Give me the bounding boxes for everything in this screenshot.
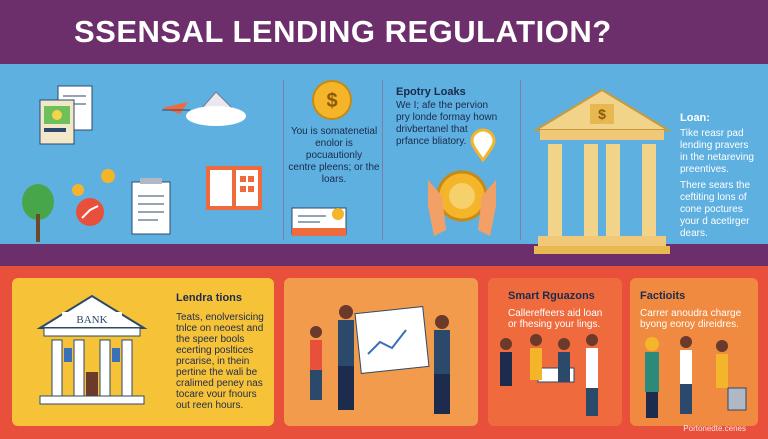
footer-credit: Portonedte.cenes <box>683 424 746 433</box>
divider-1 <box>283 80 284 240</box>
card-factioits: Factioits Carrer anoudra charge byong eo… <box>630 278 758 426</box>
card-presentation <box>284 278 478 426</box>
page-title: SSENSAL LENDING REGULATION? <box>74 14 612 49</box>
card-smart-rguazons: Smart Rguazons Callereffeers aid loan or… <box>488 278 622 426</box>
money-documents-icon <box>39 85 93 145</box>
bank-building-icon: $ <box>532 88 672 254</box>
card3-title: Smart Rguazons <box>508 290 595 302</box>
col3-title: Epotry Loaks <box>396 86 466 98</box>
shoppers-illustration <box>645 336 747 418</box>
col2-text: You is somatenetial enolor is pocuaution… <box>288 126 380 185</box>
coin-icon <box>72 169 115 226</box>
cheque-icon <box>291 207 347 236</box>
calendar-book-icon <box>206 166 262 210</box>
col4-text-b: There sears the ceftiting lons of cone p… <box>680 180 751 239</box>
card1-text: Teats, enolversicing tnlce on neoest and… <box>176 312 264 411</box>
svg-text:$: $ <box>326 90 337 112</box>
bank-sign-text: BANK <box>76 314 107 326</box>
location-pin-icon <box>470 128 496 163</box>
divider-3 <box>520 80 521 240</box>
hands-coin-icon <box>428 170 496 236</box>
report-document-icon <box>131 178 171 235</box>
card1-title: Lendra tions <box>176 292 243 304</box>
team-meeting-illustration <box>500 334 598 416</box>
people-presenting-illustration <box>310 305 450 414</box>
bank-icon: BANK <box>36 294 148 405</box>
top-panel <box>0 64 768 244</box>
col4-title: Loan: <box>680 112 710 124</box>
card4-text: Carrer anoudra charge byong eoroy direid… <box>640 308 742 330</box>
dollar-coin-icon: $ <box>312 80 352 120</box>
plane-clouds-icon <box>162 91 246 126</box>
col4-text-a: Tike reasr pad lending pravers in the ne… <box>680 128 754 175</box>
divider-2 <box>382 80 383 240</box>
card4-title: Factioits <box>640 290 686 302</box>
card3-text: Callereffeers aid loan or fhesing your l… <box>508 308 603 330</box>
svg-text:$: $ <box>598 106 606 122</box>
col3-text: We I; afe the pervion pry londe formay h… <box>396 100 498 147</box>
card-lendrations: BANK Lendra tions Teats, enolversicing t… <box>12 278 274 426</box>
header-bar: SSENSAL LENDING REGULATION? <box>0 0 768 64</box>
tree-icon <box>22 184 54 242</box>
